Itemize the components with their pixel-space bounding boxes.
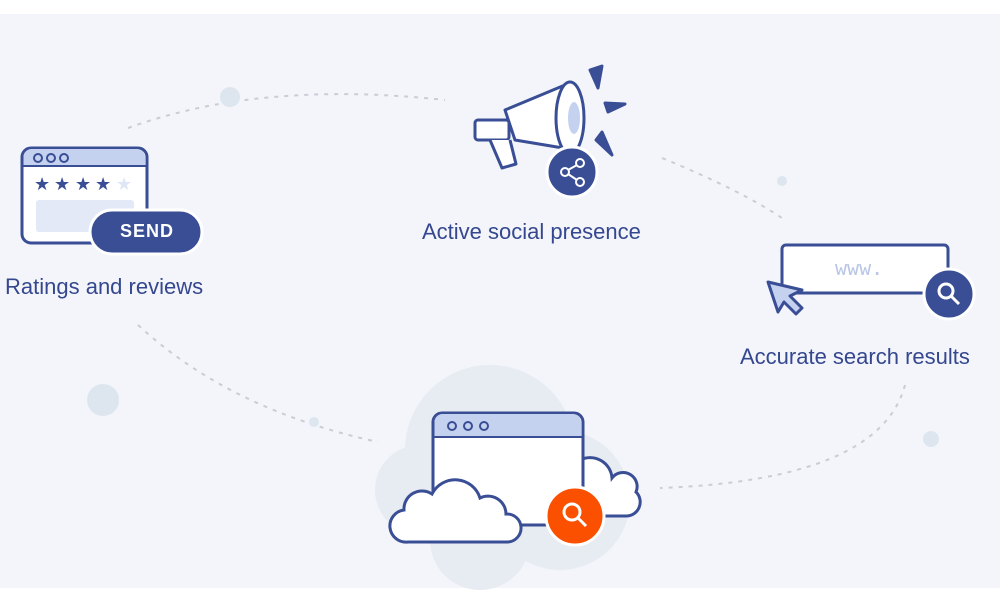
- search-bar-icon: [766, 243, 976, 321]
- svg-text:★: ★: [95, 174, 111, 195]
- send-button[interactable]: SEND: [120, 221, 175, 241]
- svg-text:★: ★: [75, 174, 91, 195]
- megaphone-icon: [473, 64, 627, 170]
- share-icon: [545, 145, 599, 199]
- svg-text:★: ★: [116, 174, 132, 195]
- cloud-window-icon: [375, 365, 642, 590]
- svg-text:★: ★: [54, 174, 70, 195]
- search-label: Accurate search results: [740, 344, 970, 369]
- social-label: Active social presence: [422, 219, 641, 244]
- dashed-connectors: [127, 93, 906, 489]
- ratings-label: Ratings and reviews: [5, 274, 204, 299]
- decor-dots: [87, 87, 939, 447]
- svg-text:★: ★: [34, 174, 50, 195]
- search-url-text: www.: [835, 256, 884, 280]
- send-button-shape: [88, 208, 204, 256]
